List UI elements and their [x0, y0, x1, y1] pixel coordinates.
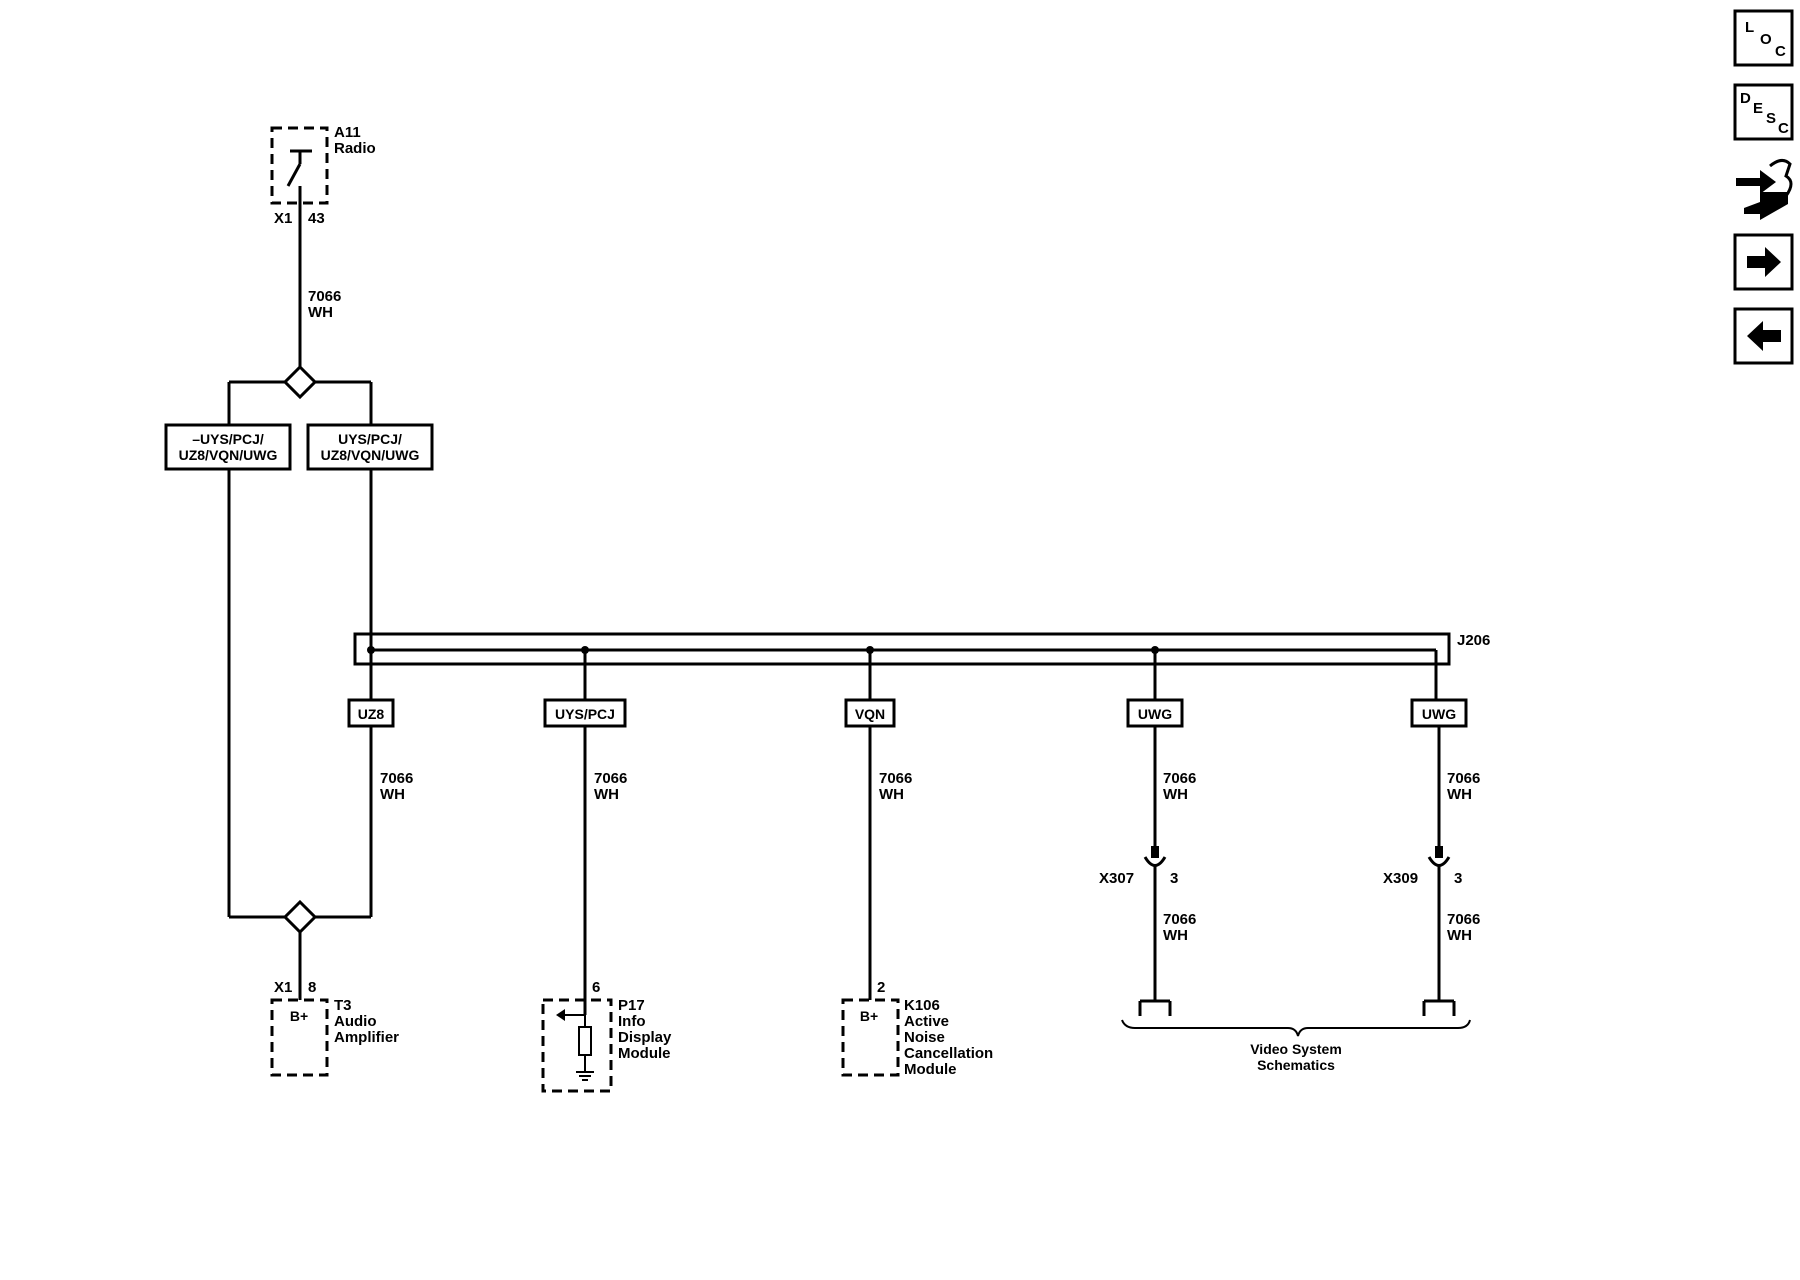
k106-name-line: Noise	[904, 1029, 945, 1046]
wire-label-x309-up-color: WH	[1447, 786, 1472, 803]
wire-label-x309-down-color: WH	[1447, 927, 1472, 944]
svg-text:–UYS/PCJ/: –UYS/PCJ/	[192, 431, 264, 447]
wire-label-k106-circuit: 7066	[879, 770, 912, 787]
x309-pin: 3	[1454, 870, 1462, 887]
option-box-equipped: UYS/PCJ/ UZ8/VQN/UWG	[306, 423, 434, 471]
p17-name-line: Module	[618, 1045, 671, 1062]
wire-label-x307-up-circuit: 7066	[1163, 770, 1196, 787]
k106-ref: K106	[904, 997, 940, 1014]
k106-pin: 2	[877, 979, 885, 996]
wire-label-color: WH	[308, 304, 333, 321]
amp-name-line: Audio	[334, 1013, 377, 1030]
wire-label-x307-up-color: WH	[1163, 786, 1188, 803]
wire-label-uz8-color: WH	[380, 786, 405, 803]
desc-button[interactable]: D E S C	[1733, 83, 1794, 141]
amp-connector: X1	[274, 979, 292, 996]
radio-component[interactable]	[270, 126, 329, 205]
radio-ref: A11	[334, 124, 361, 141]
option-box-uys-pcj: UYS/PCJ	[543, 698, 627, 728]
svg-text:S: S	[1766, 110, 1776, 127]
arrow-left-icon	[1747, 321, 1781, 351]
splice-pack-j206[interactable]	[353, 632, 1451, 700]
svg-text:C: C	[1778, 120, 1789, 137]
k106-name-line: Module	[904, 1061, 957, 1078]
loc-icon: L	[1745, 19, 1754, 36]
svg-text:B+: B+	[290, 1008, 308, 1024]
option-box-not-equipped: –UYS/PCJ/ UZ8/VQN/UWG	[164, 423, 292, 471]
wire-label-p17-circuit: 7066	[594, 770, 627, 787]
splice-pack-label: J206	[1457, 632, 1490, 649]
svg-text:UZ8/VQN/UWG: UZ8/VQN/UWG	[179, 447, 278, 463]
x307-pin: 3	[1170, 870, 1178, 887]
wire-label-x309-down-circuit: 7066	[1447, 911, 1480, 928]
wire-label-x307-down-color: WH	[1163, 927, 1188, 944]
connector-hand-icon	[1736, 159, 1793, 220]
audio-amplifier-component[interactable]: B+	[270, 998, 329, 1077]
wire-label-x309-up-circuit: 7066	[1447, 770, 1480, 787]
p17-ref: P17	[618, 997, 645, 1014]
loc-button[interactable]: L O C	[1733, 9, 1794, 67]
video-ref-line: Video System	[1250, 1041, 1342, 1057]
p17-name-line: Info	[618, 1013, 646, 1030]
x309-name: X309	[1383, 870, 1418, 887]
wire-label-circuit: 7066	[308, 288, 341, 305]
splice-diamond-top	[282, 364, 318, 400]
option-box-uz8: UZ8	[347, 698, 395, 728]
svg-text:UWG: UWG	[1138, 706, 1172, 722]
next-button[interactable]	[1733, 233, 1794, 291]
option-box-uwg-2: UWG	[1410, 698, 1468, 728]
wire-label-uz8-circuit: 7066	[380, 770, 413, 787]
continuation-stub-x307	[1138, 999, 1172, 1016]
option-box-uwg-1: UWG	[1126, 698, 1184, 728]
svg-text:B+: B+	[860, 1008, 878, 1024]
k106-name-line: Active	[904, 1013, 949, 1030]
svg-text:E: E	[1753, 100, 1763, 117]
wire-label-x307-down-circuit: 7066	[1163, 911, 1196, 928]
option-box-vqn: VQN	[844, 698, 896, 728]
connector-end-view-button[interactable]	[1736, 159, 1793, 220]
svg-text:O: O	[1760, 31, 1772, 48]
continuation-stub-x309	[1422, 999, 1456, 1016]
p17-name-line: Display	[618, 1029, 672, 1046]
p17-pin: 6	[592, 979, 600, 996]
svg-text:UYS/PCJ/: UYS/PCJ/	[338, 431, 402, 447]
svg-text:UZ8/VQN/UWG: UZ8/VQN/UWG	[321, 447, 420, 463]
info-display-module-component[interactable]	[541, 998, 613, 1093]
connector-x307[interactable]	[1143, 846, 1167, 867]
svg-text:UWG: UWG	[1422, 706, 1456, 722]
k106-name-line: Cancellation	[904, 1045, 993, 1062]
svg-text:C: C	[1775, 43, 1786, 60]
video-system-reference[interactable]: Video System Schematics	[1121, 1019, 1471, 1073]
svg-text:UZ8: UZ8	[358, 706, 385, 722]
amp-ref: T3	[334, 997, 352, 1014]
splice-diamond-bottom	[282, 899, 318, 935]
radio-name: Radio	[334, 140, 376, 157]
wire-label-p17-color: WH	[594, 786, 619, 803]
radio-connector: X1	[274, 210, 292, 227]
radio-pin: 43	[308, 210, 325, 227]
desc-icon: D	[1740, 90, 1751, 107]
amp-pin: 8	[308, 979, 316, 996]
connector-x309[interactable]	[1427, 846, 1451, 867]
svg-text:VQN: VQN	[855, 706, 885, 722]
x307-name: X307	[1099, 870, 1134, 887]
anc-module-component[interactable]: B+	[841, 998, 900, 1077]
arrow-right-icon	[1747, 247, 1781, 277]
amp-name-line: Amplifier	[334, 1029, 399, 1046]
wire-label-k106-color: WH	[879, 786, 904, 803]
video-ref-line: Schematics	[1257, 1057, 1335, 1073]
svg-text:UYS/PCJ: UYS/PCJ	[555, 706, 615, 722]
back-button[interactable]	[1733, 307, 1794, 365]
